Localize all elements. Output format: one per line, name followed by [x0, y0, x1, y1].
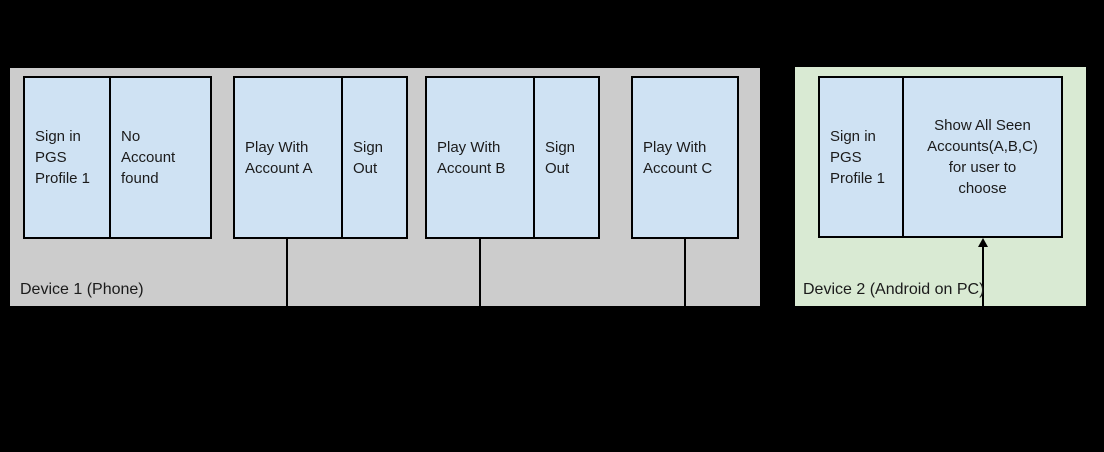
connector-line-account-a: [286, 239, 288, 306]
box-sign-out-a-label: Sign Out: [353, 138, 384, 177]
device2-panel: Sign in PGS Profile 1 Show All Seen Acco…: [795, 67, 1086, 306]
connector-line-account-b: [479, 239, 481, 306]
box-play-with-account-c: Play With Account C: [631, 76, 739, 239]
box-sign-in-pgs-profile-1-device2: Sign in PGS Profile 1: [818, 76, 904, 238]
device2-label: Device 2 (Android on PC): [803, 281, 985, 298]
box-sign-out-b-label: Sign Out: [545, 138, 576, 177]
box-play-with-account-a: Play With Account A: [233, 76, 343, 239]
device1-panel: Sign in PGS Profile 1 No Account found P…: [10, 68, 760, 306]
box-show-all-seen-accounts: Show All Seen Accounts(A,B,C) for user t…: [902, 76, 1063, 238]
box-sign-in-pgs-profile-1: Sign in PGS Profile 1: [23, 76, 111, 239]
box-play-with-account-c-label: Play With Account C: [643, 138, 713, 177]
box-no-account-found-label: No Account found: [121, 128, 176, 187]
arrow-line-to-show-accounts: [982, 244, 984, 306]
box-sign-out-b: Sign Out: [533, 76, 600, 239]
box-sign-in-pgs-profile-1-device2-label: Sign in PGS Profile 1: [830, 127, 886, 187]
box-play-with-account-a-label: Play With Account A: [245, 138, 313, 177]
box-play-with-account-b: Play With Account B: [425, 76, 535, 239]
device1-label: Device 1 (Phone): [20, 281, 144, 298]
box-play-with-account-b-label: Play With Account B: [437, 138, 506, 177]
arrow-up-icon: [978, 238, 988, 247]
box-sign-in-pgs-profile-1-label: Sign in PGS Profile 1: [35, 128, 91, 187]
box-sign-out-a: Sign Out: [341, 76, 408, 239]
box-show-all-seen-accounts-label: Show All Seen Accounts(A,B,C) for user t…: [927, 117, 1038, 197]
connector-line-account-c: [684, 239, 686, 306]
box-no-account-found: No Account found: [109, 76, 212, 239]
